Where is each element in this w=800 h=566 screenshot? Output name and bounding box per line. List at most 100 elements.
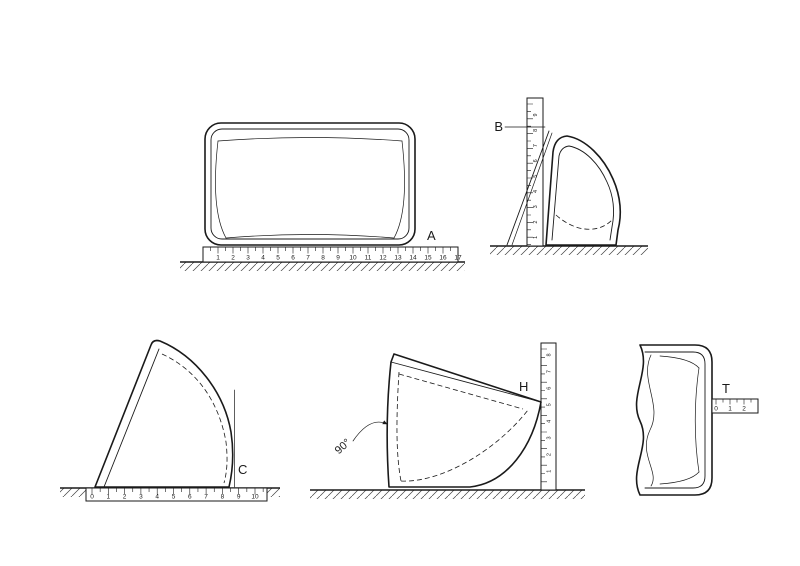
ruler-number: 1 — [728, 406, 732, 413]
ruler-number: 1 — [533, 236, 539, 239]
ruler-number: 5 — [172, 494, 176, 501]
bucket-side-view-upright — [386, 353, 542, 488]
ruler-number: 7 — [204, 494, 208, 501]
ruler-ticks — [541, 348, 547, 491]
ruler-number: 3 — [246, 255, 250, 262]
angle-annotation: 90° — [333, 420, 388, 457]
ruler-horizontal-t: 0 1 2 — [711, 398, 759, 414]
ruler-number: 1 — [106, 494, 110, 501]
ruler-number: 6 — [188, 494, 192, 501]
ruler-number: 14 — [409, 255, 417, 262]
ruler-number: 6 — [533, 159, 539, 162]
ruler-number: 4 — [261, 255, 265, 262]
bucket-inner-wall — [551, 145, 615, 241]
ruler-number: 10 — [349, 255, 357, 262]
ruler-number: 17 — [454, 255, 462, 262]
tick-marks — [715, 399, 759, 405]
hidden-inner-wall — [161, 353, 228, 484]
ruler-number: 9 — [336, 255, 340, 262]
label-t: T — [722, 381, 730, 396]
angle-arrow — [352, 420, 388, 442]
ruler-number: 7 — [306, 255, 310, 262]
label-a: A — [427, 228, 436, 243]
bucket-inner-wall — [644, 351, 706, 489]
ruler-number: 2 — [742, 406, 746, 413]
ruler-number: 5 — [547, 403, 553, 406]
ruler-number: 6 — [547, 387, 553, 390]
ruler-number: 2 — [533, 221, 539, 224]
ruler-number: 1 — [216, 255, 220, 262]
bucket-outer-shell — [635, 344, 713, 496]
ruler-number: 4 — [547, 420, 553, 423]
hidden-edge — [555, 214, 613, 230]
tick-marks — [541, 348, 547, 491]
figure-t-thickness-measurement: 0 1 2 T — [635, 344, 759, 496]
ruler-number: 0 — [90, 494, 94, 501]
bucket-partial-front-view — [635, 344, 713, 496]
ruler-number: 16 — [439, 255, 447, 262]
ruler-number: 8 — [321, 255, 325, 262]
ruler-number: 2 — [547, 453, 553, 456]
ground-hatch — [180, 262, 465, 271]
ruler-number: 11 — [365, 255, 372, 262]
ruler-body — [526, 97, 544, 247]
hidden-back-wall — [396, 371, 402, 482]
bucket-front-view — [204, 122, 416, 246]
ruler-number: 12 — [379, 255, 387, 262]
interior-bottom-edge — [225, 234, 395, 239]
ruler-number: 8 — [533, 129, 539, 132]
hidden-plate-edge — [398, 373, 524, 410]
hidden-belly-wall — [400, 409, 529, 482]
ruler-number: 3 — [533, 205, 539, 208]
ruler-number: 5 — [533, 175, 539, 178]
interior-top-edge — [217, 137, 403, 142]
angle-value: 90° — [333, 437, 353, 457]
label-h: H — [519, 379, 528, 394]
top-plate-inner-edge — [390, 361, 542, 403]
ruler-body — [85, 487, 268, 502]
ruler-number: 1 — [547, 470, 553, 473]
ground-hatch — [310, 490, 585, 499]
ruler-number: 2 — [231, 255, 235, 262]
ruler-number: 9 — [533, 113, 539, 116]
interior-top-edge — [659, 355, 700, 369]
label-c: C — [238, 462, 247, 477]
label-b: B — [494, 119, 503, 134]
interior-right-edge — [393, 140, 405, 239]
tick-marks — [202, 247, 459, 254]
bucket-side-view-tilted — [94, 339, 234, 488]
ruler-number: 10 — [251, 494, 259, 501]
ruler-number: 8 — [547, 353, 553, 356]
tick-marks — [91, 488, 264, 495]
ruler-ticks — [91, 488, 264, 495]
ruler-ticks — [202, 247, 459, 254]
ruler-body — [540, 342, 557, 491]
ruler-number: 2 — [123, 494, 127, 501]
ruler-number: 0 — [714, 406, 718, 413]
ruler-number: 3 — [547, 436, 553, 439]
bucket-inner-wall — [210, 128, 410, 240]
ruler-number: 9 — [237, 494, 241, 501]
ruler-body — [711, 398, 759, 414]
ruler-number: 15 — [424, 255, 432, 262]
ground-hatch — [490, 246, 648, 255]
ruler-ticks — [715, 399, 759, 405]
ruler-numbers: 0 1 2 — [714, 406, 746, 413]
opening-plate-inner-edge — [103, 348, 160, 488]
ruler-number: 6 — [291, 255, 295, 262]
ruler-number: 13 — [394, 255, 402, 262]
bucket-outer-shell — [204, 122, 416, 246]
prop-rod-line — [506, 130, 550, 246]
ruler-number: 7 — [533, 144, 539, 147]
